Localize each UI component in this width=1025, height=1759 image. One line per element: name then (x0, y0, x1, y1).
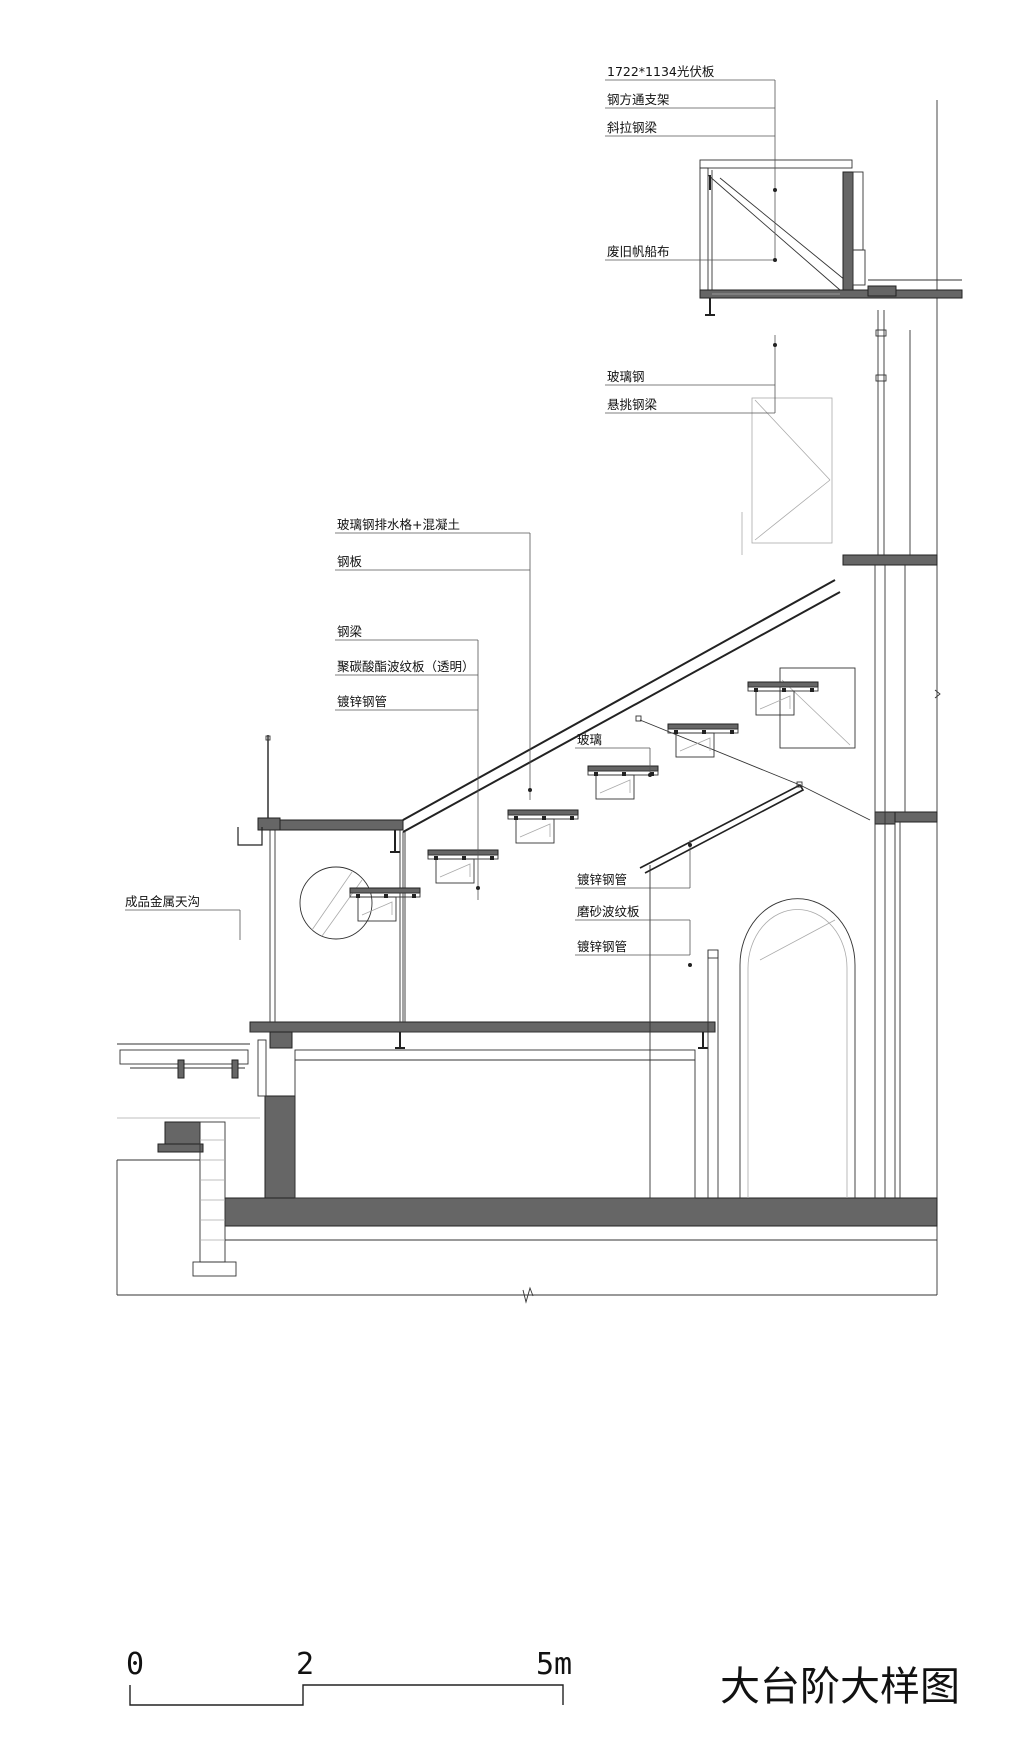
stair-treads (349, 681, 819, 922)
label-metal-gutter: 成品金属天沟 (125, 894, 200, 909)
scale-tick-2: 2 (296, 1647, 314, 1682)
label-steel-plate: 钢板 (337, 554, 363, 569)
inclined-stair-structure (402, 579, 871, 1198)
scale-bar: 0 2 5m (126, 1647, 572, 1706)
label-galvanized-pipe-2: 镀锌钢管 (577, 872, 627, 887)
label-recycled-sail-cloth: 废旧帆船布 (607, 244, 670, 259)
cantilever-pv-structure (699, 159, 963, 316)
drawing-title: 大台阶大样图 (720, 1664, 960, 1710)
ground-floor (249, 1021, 716, 1199)
label-cantilever-steel-beam: 悬挑钢梁 (607, 397, 658, 412)
ground-slab (117, 1039, 938, 1277)
label-diagonal-steel-beam: 斜拉钢梁 (607, 120, 658, 135)
label-galvanized-pipe-3: 镀锌钢管 (577, 939, 627, 954)
label-galvanized-pipe-1: 镀锌钢管 (337, 694, 387, 709)
stair-tread (507, 809, 579, 844)
mid-level-room (237, 735, 406, 1022)
label-pv-panel: 1722*1134光伏板 (607, 64, 715, 79)
label-steel-beam: 钢梁 (337, 624, 363, 639)
label-frp-top: 玻璃钢 (607, 369, 645, 384)
stair-tread (587, 765, 659, 800)
drawing-frame (116, 100, 938, 1304)
stair-tread (747, 681, 819, 716)
scale-tick-0: 0 (126, 1647, 144, 1682)
annotation-labels: 1722*1134光伏板 钢方通支架 斜拉钢梁 废旧帆船布 玻璃钢 悬挑钢梁 玻… (125, 64, 715, 954)
label-pc-corrugated-board: 聚碳酸酯波纹板（透明） (337, 659, 475, 674)
label-steel-square-frame: 钢方通支架 (607, 92, 670, 107)
stair-tread (349, 887, 421, 922)
scale-tick-5m: 5m (536, 1647, 572, 1682)
stair-tread (427, 849, 499, 884)
label-frp-drain-grate: 玻璃钢排水格+混凝土 (337, 517, 460, 532)
right-building (741, 310, 941, 1198)
stair-tread (667, 723, 739, 758)
label-leaders (125, 79, 777, 967)
label-frosted-corrugated-board: 磨砂波纹板 (577, 904, 640, 919)
label-glass: 玻璃 (577, 732, 602, 747)
